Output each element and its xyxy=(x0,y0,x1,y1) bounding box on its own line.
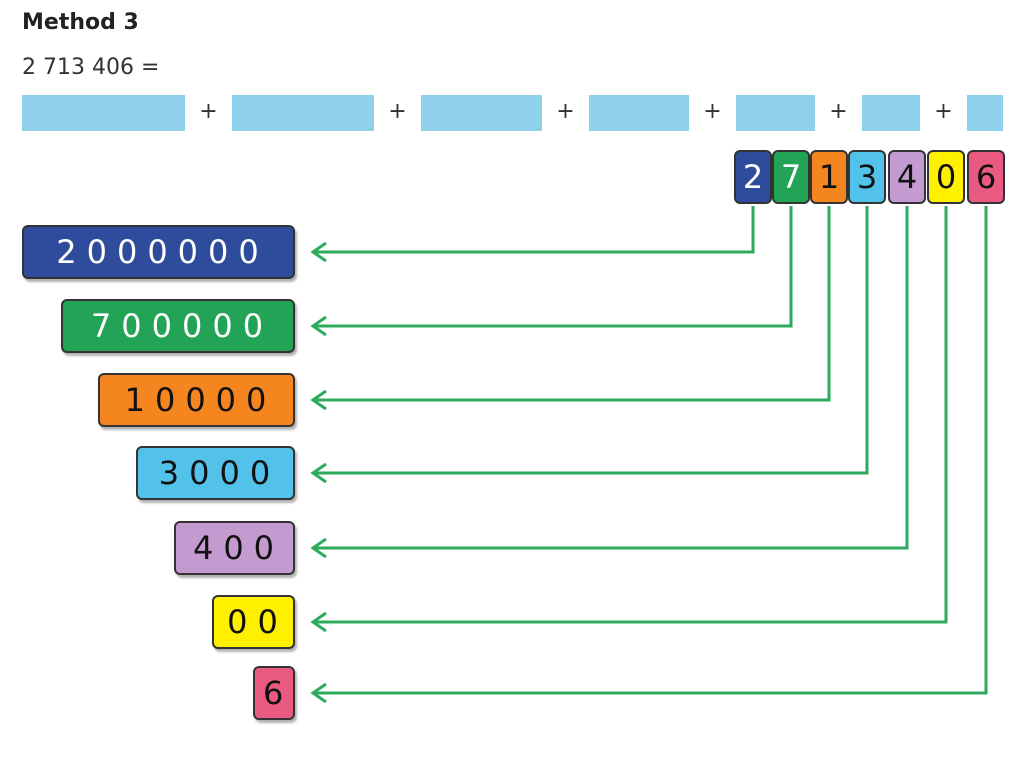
answer-blank[interactable] xyxy=(232,95,374,131)
place-value-box: 700000 xyxy=(61,299,295,353)
arrowhead-icon xyxy=(310,682,327,704)
connector-line xyxy=(314,206,988,695)
equation: 2 713 406 = xyxy=(22,55,160,80)
plus-sign: + xyxy=(829,99,848,124)
arrowhead-icon xyxy=(310,315,327,337)
answer-blank[interactable] xyxy=(589,95,689,131)
plus-sign: + xyxy=(703,99,722,124)
place-value-box: 2000000 xyxy=(22,225,295,279)
connector-line xyxy=(314,206,831,402)
digit-tile: 7 xyxy=(772,150,810,204)
place-value-box: 00 xyxy=(212,595,295,649)
place-value-box: 10000 xyxy=(98,373,295,427)
digit-tile: 1 xyxy=(810,150,848,204)
connector-line xyxy=(314,206,948,624)
arrowhead-icon xyxy=(310,241,327,263)
answer-blank[interactable] xyxy=(736,95,815,131)
digit-tile: 6 xyxy=(967,150,1005,204)
method-title: Method 3 xyxy=(22,10,139,35)
plus-sign: + xyxy=(388,99,407,124)
plus-sign: + xyxy=(199,99,218,124)
arrowhead-icon xyxy=(310,537,327,559)
connector-line xyxy=(314,206,869,475)
connector-line xyxy=(314,206,793,328)
digit-tile: 2 xyxy=(734,150,772,204)
place-value-box: 6 xyxy=(253,666,295,720)
answer-blank[interactable] xyxy=(22,95,185,131)
place-value-box: 400 xyxy=(174,521,295,575)
plus-sign: + xyxy=(934,99,953,124)
connector-line xyxy=(314,206,755,254)
digit-tile: 3 xyxy=(848,150,886,204)
plus-sign: + xyxy=(556,99,575,124)
answer-blank[interactable] xyxy=(862,95,920,131)
place-value-box: 3000 xyxy=(136,446,295,500)
connector-line xyxy=(314,206,909,550)
answer-blank[interactable] xyxy=(421,95,542,131)
digit-tile: 4 xyxy=(888,150,926,204)
arrowhead-icon xyxy=(310,389,327,411)
digit-tile: 0 xyxy=(927,150,965,204)
arrowhead-icon xyxy=(310,462,327,484)
answer-blank[interactable] xyxy=(967,95,1003,131)
arrowhead-icon xyxy=(310,611,327,633)
